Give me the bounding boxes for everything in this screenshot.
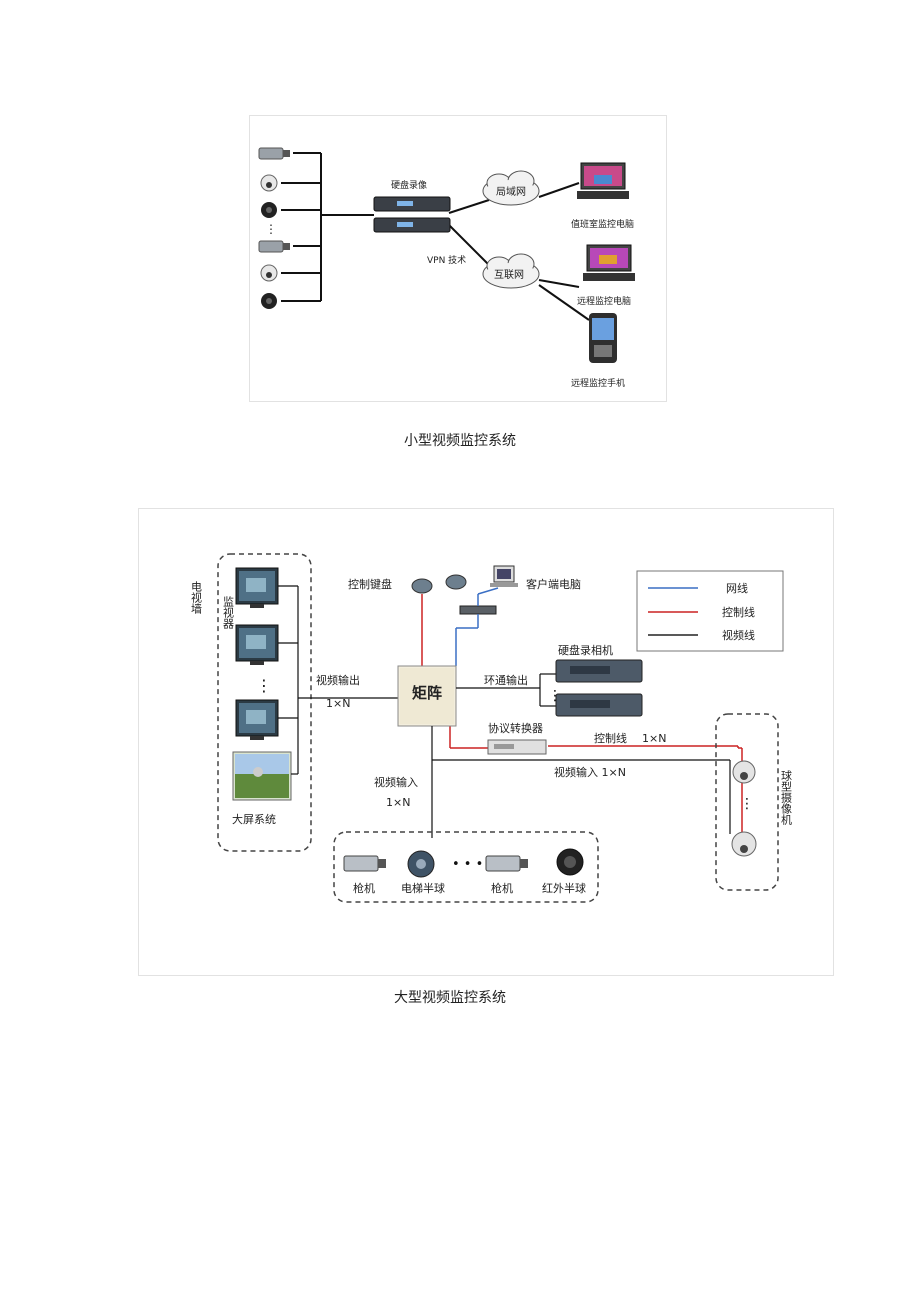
network-switch-icon: [459, 605, 497, 615]
legend: 网线 控制线 视频线: [636, 570, 784, 652]
video-out-ratio: 1×N: [326, 697, 350, 710]
bullet-camera-icon: [343, 855, 386, 872]
internet-label: 互联网: [494, 269, 524, 281]
dome-camera-icon: [731, 831, 757, 857]
video-in-ratio: 1×N: [386, 796, 410, 809]
legend-label-video: 视频线: [722, 628, 755, 642]
remote-pc-label: 远程监控电脑: [577, 295, 631, 307]
bullet-camera-icon: [485, 855, 528, 872]
legend-label-control: 控制线: [722, 605, 755, 619]
lan-label: 局域网: [496, 185, 526, 198]
ellipsis-dots: • • •: [452, 857, 483, 872]
video-bus-lines: [281, 152, 590, 321]
vpn-label: VPN 技术: [427, 254, 466, 266]
small-system-diagram: ⋮ 硬盘录像 VPN 技术: [249, 115, 667, 402]
control-keyboard-icon: [411, 574, 467, 594]
video-input-lines: [431, 726, 731, 838]
large-system-diagram: 电视墙 监视器 ⋮ 大屏系统 视频输出 1×N: [138, 508, 834, 976]
camera-bullet-icon: [258, 147, 290, 160]
remote-pc-icon: [583, 244, 635, 281]
camera-group: [333, 831, 599, 903]
protocol-converter-label: 协议转换器: [488, 721, 543, 735]
dvr-recorder: [555, 659, 643, 717]
control-keyboard-label: 控制键盘: [348, 577, 392, 591]
matrix-label: 矩阵: [412, 684, 442, 702]
control-ratio: 1×N: [642, 732, 666, 745]
control-line-label: 控制线: [594, 731, 627, 745]
camera-ptz-icon: [260, 174, 278, 192]
remote-phone-icon: [589, 313, 617, 363]
network-lines: [455, 587, 499, 666]
tv-wall-video-lines: [278, 585, 398, 775]
elevator-dome-icon: [407, 850, 435, 878]
monitor-icon: [235, 567, 279, 608]
ellipsis-dots: ⋮: [740, 796, 754, 812]
duty-pc-label: 值班室监控电脑: [571, 218, 634, 230]
video-in-label: 视频输入: [374, 775, 418, 789]
protocol-converter-icon: [487, 739, 547, 755]
dvr-label: 硬盘录像: [391, 179, 427, 191]
matrix-unit: [397, 665, 457, 727]
camera-label-1: 枪机: [353, 881, 375, 895]
legend-label-network: 网线: [726, 581, 748, 595]
dvr-label: 硬盘录相机: [558, 643, 613, 657]
big-screen-label: 大屏系统: [232, 812, 276, 826]
client-pc-label: 客户端电脑: [526, 577, 581, 591]
monitor-icon: [235, 624, 279, 665]
dome-group-label: 球型摄像机: [780, 769, 793, 825]
camera-label-2: 电梯半球: [401, 881, 445, 895]
camera-bullet-icon: [258, 240, 290, 253]
camera-label-4: 红外半球: [542, 881, 586, 895]
lan-cloud-icon: [482, 170, 540, 206]
video-out-label: 视频输出: [316, 673, 360, 687]
camera-ptz-icon: [260, 264, 278, 282]
loop-output-lines: [456, 673, 556, 707]
duty-room-pc-icon: [577, 162, 629, 199]
monitor-icon: [235, 699, 279, 740]
camera-dome-icon: [261, 202, 277, 218]
dvr-recorder: [373, 196, 451, 233]
ellipsis-dots: ⋮: [256, 676, 272, 695]
remote-phone-label: 远程监控手机: [571, 377, 625, 389]
big-screen-icon: [232, 751, 292, 801]
loop-out-label: 环通输出: [484, 673, 528, 687]
tv-wall-label: 电视墙: [190, 581, 203, 615]
internet-cloud-icon: [482, 253, 540, 289]
dome-camera-icon: [732, 760, 756, 784]
camera-dome-icon: [261, 293, 277, 309]
large-system-caption: 大型视频监控系统: [394, 990, 506, 1006]
ellipsis-dots: ⋮: [265, 222, 277, 236]
small-system-caption: 小型视频监控系统: [404, 433, 516, 449]
infrared-dome-icon: [556, 848, 584, 876]
video-in-label-right: 视频输入 1×N: [554, 765, 626, 779]
dome-camera-group: [715, 713, 779, 891]
camera-label-3: 枪机: [491, 881, 513, 895]
monitor-label: 监视器: [222, 596, 235, 630]
client-pc-icon: [490, 565, 518, 587]
tv-wall-group: [217, 553, 312, 852]
